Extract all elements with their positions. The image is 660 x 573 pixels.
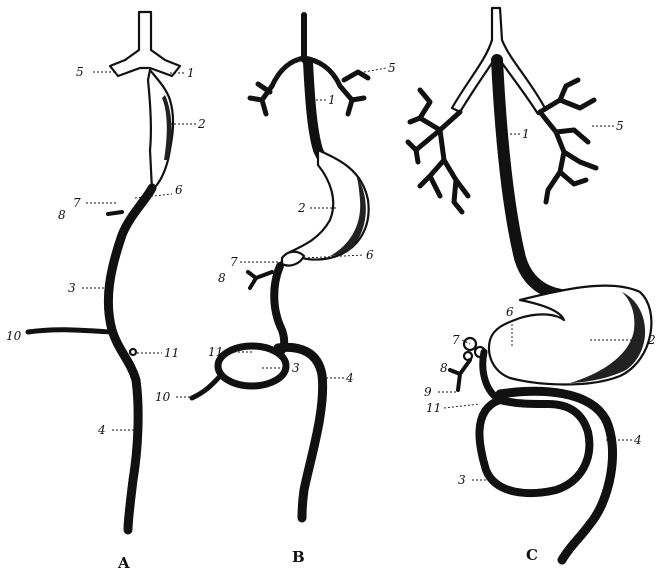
- panel-b-lung-right: [340, 72, 368, 114]
- panel-a-label-7: 7: [73, 196, 81, 210]
- panel-c-caption: C: [526, 546, 538, 564]
- panel-c-label-7: 7: [452, 333, 460, 347]
- panel-b-branch-8: [248, 272, 272, 288]
- panel-c-intestine-4: [500, 391, 613, 560]
- panel-a-caption: A: [117, 554, 130, 572]
- panel-c: 5 1 6 2 7 8 9 11 4 3 C: [408, 8, 656, 564]
- panel-b-branch-10: [192, 374, 222, 398]
- panel-a-node-11: [130, 349, 136, 355]
- panel-c-label-4: 4: [633, 433, 642, 447]
- panel-b-caption: B: [292, 548, 305, 566]
- panel-b-label-2: 2: [297, 201, 306, 215]
- panel-a-tube: [108, 188, 152, 530]
- panel-a-leader-6: [135, 194, 172, 198]
- panel-b-label-11: 11: [208, 345, 223, 359]
- panel-b-lung-left: [250, 84, 272, 114]
- panel-a-label-10: 10: [6, 329, 22, 343]
- panel-c-label-8: 8: [440, 361, 448, 375]
- panel-c-leader-11: [444, 404, 480, 408]
- panel-c-intestine-4-inner: [500, 391, 613, 560]
- panel-b-label-10: 10: [155, 390, 171, 404]
- panel-b-label-1: 1: [328, 93, 336, 107]
- panel-c-lung-right: [540, 80, 596, 202]
- panel-b: 5 1 2 7 6 8 11 3 4 10 B: [155, 15, 396, 566]
- panel-a-label-4: 4: [97, 423, 106, 437]
- panel-b-label-6: 6: [366, 248, 374, 262]
- panel-a-branch-8: [108, 212, 122, 214]
- panel-a-label-5: 5: [76, 65, 84, 79]
- panel-a-label-8: 8: [58, 208, 66, 222]
- panel-a-label-2: 2: [197, 117, 206, 131]
- panel-b-label-4: 4: [345, 371, 354, 385]
- panel-b-label-7: 7: [230, 255, 238, 269]
- panel-c-label-2: 2: [647, 333, 656, 347]
- panel-b-pylorus: [282, 252, 304, 266]
- panel-c-label-11: 11: [426, 401, 441, 415]
- panel-c-label-3: 3: [458, 473, 466, 487]
- panel-c-label-6: 6: [506, 305, 514, 319]
- panel-c-label-9: 9: [424, 385, 432, 399]
- panel-c-branch-8: [450, 360, 470, 390]
- panel-a-label-6: 6: [175, 183, 183, 197]
- panel-c-label-5: 5: [616, 119, 624, 133]
- panel-a-label-3: 3: [68, 281, 76, 295]
- panel-b-label-3: 3: [292, 361, 300, 375]
- panel-c-label-1: 1: [522, 127, 530, 141]
- panel-a-trachea: [110, 12, 180, 76]
- panel-a-branch-10: [28, 330, 110, 332]
- panel-c-esophagus: [497, 60, 590, 296]
- panel-b-label-8: 8: [218, 271, 226, 285]
- panel-a: 5 1 2 7 6 8 3 10 11 4 A: [6, 12, 206, 572]
- panel-c-stomach: [489, 286, 651, 385]
- panel-b-leader-5: [364, 68, 386, 72]
- panel-b-label-5: 5: [388, 61, 396, 75]
- panel-a-label-11: 11: [164, 346, 179, 360]
- panel-a-label-1: 1: [187, 66, 195, 80]
